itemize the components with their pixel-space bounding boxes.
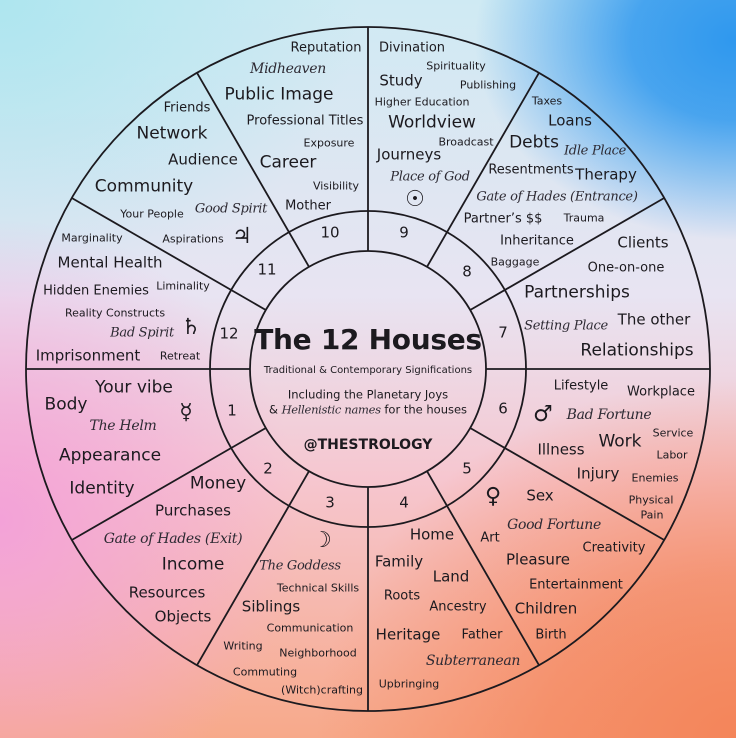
moon-icon: ☽	[312, 528, 332, 553]
sun-icon: ☉	[405, 187, 425, 212]
intro-line-1: Including the Planetary Joys	[287, 387, 449, 402]
handle-link[interactable]: @THESTROLOGY	[303, 437, 433, 453]
mercury-icon: ☿	[179, 400, 193, 425]
house-number-9: 9	[399, 223, 409, 242]
house-number-10: 10	[320, 223, 340, 242]
intro-line-2: & Hellenistic names for the houses	[268, 402, 468, 417]
physical-pain-line1: Physical	[628, 493, 674, 507]
house-number-7: 7	[498, 323, 508, 342]
saturn-icon: ♄	[181, 315, 201, 340]
house-number-3: 3	[325, 493, 335, 512]
jupiter-icon: ♃	[232, 224, 252, 249]
house-number-1: 1	[227, 401, 237, 420]
page-title: The 12 Houses	[254, 323, 482, 356]
house-number-5: 5	[462, 459, 472, 478]
subtitle: Traditional & Contemporary Signification…	[263, 365, 473, 376]
venus-icon: ♀	[484, 484, 502, 509]
house-number-8: 8	[462, 262, 472, 281]
house-number-11: 11	[257, 260, 277, 279]
house-number-2: 2	[263, 459, 273, 478]
physical-pain-line2: Pain	[640, 508, 664, 522]
house-number-4: 4	[399, 493, 409, 512]
house-number-12: 12	[219, 324, 239, 343]
mars-icon: ♂	[533, 402, 553, 427]
house-number-6: 6	[498, 399, 508, 418]
